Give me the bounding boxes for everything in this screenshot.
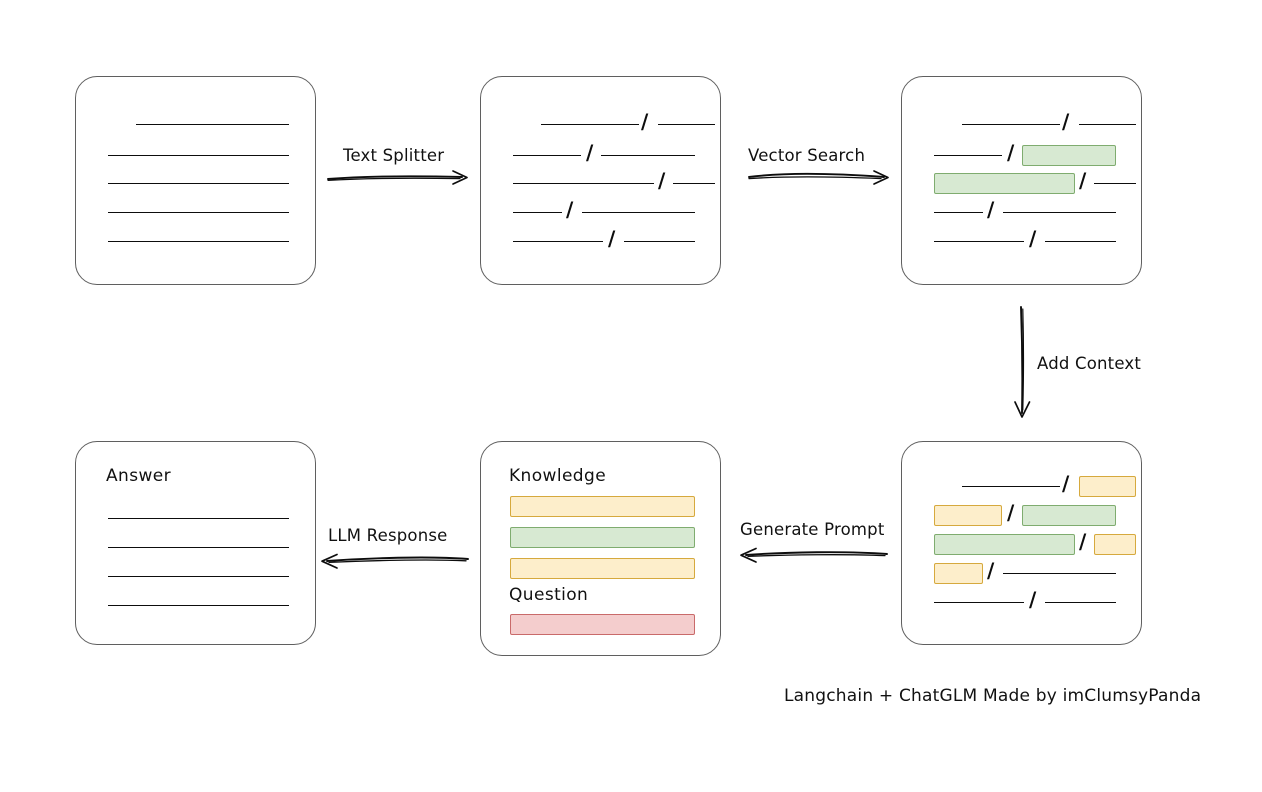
answer-line <box>108 576 289 577</box>
arrow-text-splitter <box>327 170 468 185</box>
chunk-segment <box>962 124 1060 125</box>
chunk-segment <box>673 183 715 184</box>
question-bar-red <box>510 614 695 635</box>
chunk-segment <box>513 155 581 156</box>
chunk-highlight-green <box>1022 505 1116 526</box>
chunk-slash: / <box>1079 529 1087 554</box>
chunk-slash: / <box>641 109 649 134</box>
chunk-segment <box>962 486 1060 487</box>
node-prompt: Knowledge Question <box>480 441 721 656</box>
diagram-caption: Langchain + ChatGLM Made by imClumsyPand… <box>784 686 1202 706</box>
doc-line <box>108 183 289 184</box>
chunk-segment <box>513 241 603 242</box>
chunk-highlight-green <box>934 534 1075 555</box>
node-context-document: / / / / / <box>901 441 1142 645</box>
edge-label-vector-search: Vector Search <box>748 146 866 165</box>
doc-line <box>108 155 289 156</box>
chunk-segment <box>934 155 1002 156</box>
node-vector-matched-document: / / / / / <box>901 76 1142 285</box>
chunk-segment <box>601 155 695 156</box>
edge-label-generate-prompt: Generate Prompt <box>740 520 885 539</box>
chunk-segment <box>934 241 1024 242</box>
chunk-segment <box>541 124 639 125</box>
chunk-segment <box>934 212 983 213</box>
chunk-slash: / <box>608 226 616 251</box>
doc-line <box>108 212 289 213</box>
arrow-add-context <box>1014 306 1031 418</box>
answer-line <box>108 547 289 548</box>
chunk-slash: / <box>1062 471 1070 496</box>
knowledge-bar-green <box>510 527 695 548</box>
arrow-generate-prompt <box>740 547 888 563</box>
arrow-llm-response <box>321 553 469 569</box>
edge-label-add-context: Add Context <box>1037 354 1142 373</box>
chunk-segment <box>624 241 695 242</box>
chunk-slash: / <box>1029 587 1037 612</box>
chunk-highlight-yellow <box>934 505 1002 526</box>
edge-label-llm-response: LLM Response <box>328 526 448 545</box>
chunk-highlight-yellow <box>1094 534 1136 555</box>
chunk-segment <box>934 602 1024 603</box>
chunk-segment <box>513 183 654 184</box>
chunk-slash: / <box>987 197 995 222</box>
answer-line <box>108 518 289 519</box>
knowledge-label: Knowledge <box>509 466 607 486</box>
chunk-segment <box>1003 573 1116 574</box>
chunk-highlight-yellow <box>934 563 983 584</box>
chunk-slash: / <box>1007 500 1015 525</box>
chunk-slash: / <box>658 168 666 193</box>
edge-label-text-splitter: Text Splitter <box>343 146 445 165</box>
knowledge-bar-yellow <box>510 496 695 517</box>
chunk-slash: / <box>586 140 594 165</box>
chunk-slash: / <box>1029 226 1037 251</box>
chunk-segment <box>658 124 715 125</box>
chunk-segment <box>582 212 695 213</box>
chunk-segment <box>513 212 562 213</box>
arrow-vector-search <box>748 170 889 185</box>
chunk-segment <box>1079 124 1136 125</box>
chunk-slash: / <box>987 558 995 583</box>
chunk-slash: / <box>1007 140 1015 165</box>
knowledge-bar-yellow <box>510 558 695 579</box>
chunk-highlight-yellow <box>1079 476 1136 497</box>
chunk-slash: / <box>1062 109 1070 134</box>
chunk-segment <box>1045 241 1116 242</box>
question-label: Question <box>509 585 589 605</box>
chunk-segment <box>1094 183 1136 184</box>
chunk-segment <box>1003 212 1116 213</box>
answer-label: Answer <box>106 466 172 486</box>
node-answer: Answer <box>75 441 316 645</box>
chunk-highlight-green <box>934 173 1075 194</box>
node-source-document <box>75 76 316 285</box>
node-split-document: / / / / / <box>480 76 721 285</box>
chunk-slash: / <box>566 197 574 222</box>
doc-line <box>136 124 289 125</box>
answer-line <box>108 605 289 606</box>
chunk-highlight-green <box>1022 145 1116 166</box>
chunk-slash: / <box>1079 168 1087 193</box>
doc-line <box>108 241 289 242</box>
chunk-segment <box>1045 602 1116 603</box>
